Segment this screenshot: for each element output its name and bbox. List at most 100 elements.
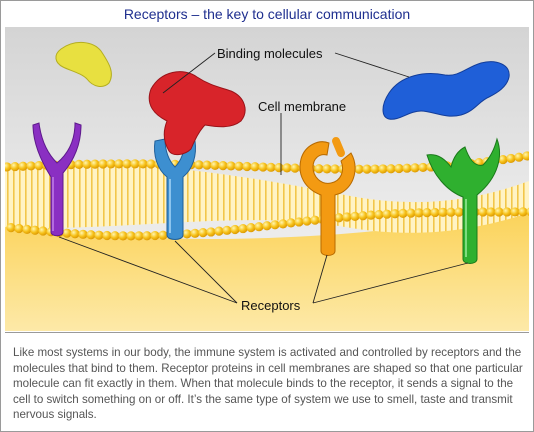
lipid-head xyxy=(74,159,84,170)
lipid-head xyxy=(110,231,120,241)
lipid-head xyxy=(62,228,72,238)
lipid-head xyxy=(390,209,400,219)
lipid-head xyxy=(94,230,104,240)
lipid-head xyxy=(22,224,32,234)
lipid-head xyxy=(398,208,408,219)
lipid-head xyxy=(250,162,260,172)
lipid-head xyxy=(262,221,272,231)
lipid-head xyxy=(86,230,96,240)
lipid-head xyxy=(118,231,128,241)
receptor-green xyxy=(426,137,500,264)
lipid-head xyxy=(198,228,208,238)
lipid-head xyxy=(134,231,144,241)
lipid-head xyxy=(246,223,256,233)
membrane-bottom-heads xyxy=(6,207,529,241)
lipid-head xyxy=(486,207,496,217)
lipid-head xyxy=(78,229,88,239)
lipid-head xyxy=(286,218,296,228)
lipid-head xyxy=(222,225,232,235)
lipid-head xyxy=(422,208,432,218)
lipid-head xyxy=(254,222,264,232)
lipid-head xyxy=(106,159,116,169)
lipid-head xyxy=(206,227,216,237)
lipid-head xyxy=(374,210,384,220)
receptor-purple xyxy=(32,122,82,237)
lipid-head xyxy=(354,164,364,174)
lipid-head xyxy=(238,223,248,234)
lipid-head xyxy=(210,160,220,170)
lipid-head xyxy=(366,210,376,220)
lipid-head xyxy=(358,211,368,221)
lipid-head xyxy=(194,160,204,170)
receptor-blue xyxy=(154,138,196,240)
lipid-head xyxy=(30,225,40,235)
lipid-head xyxy=(410,163,420,173)
lipid-head xyxy=(370,164,380,174)
lipid-head xyxy=(402,163,412,173)
lipid-head xyxy=(334,213,344,223)
lipid-head xyxy=(18,161,28,171)
lipid-head xyxy=(282,163,292,173)
lipid-head xyxy=(290,163,300,173)
lipid-head xyxy=(226,161,236,171)
caption-panel: Like most systems in our body, the immun… xyxy=(5,332,529,428)
lipid-head xyxy=(6,223,16,233)
lipid-head xyxy=(506,153,516,164)
lipid-head xyxy=(150,230,160,241)
lipid-head xyxy=(278,219,288,229)
lipid-head xyxy=(446,207,456,217)
lipid-head xyxy=(5,162,12,172)
lipid-head xyxy=(418,162,428,173)
lipid-head xyxy=(382,209,392,219)
page-title: Receptors – the key to cellular communic… xyxy=(123,6,411,22)
lipid-head xyxy=(146,159,156,169)
cell-interior xyxy=(5,213,529,331)
lipid-head xyxy=(26,161,36,171)
lipid-head xyxy=(126,231,136,241)
lipid-head xyxy=(302,216,312,226)
lipid-head xyxy=(330,164,340,174)
lipid-head xyxy=(518,207,528,217)
lipid-head xyxy=(214,226,224,236)
lipid-head xyxy=(454,207,464,217)
label-binding-molecules: Binding molecules xyxy=(217,46,323,61)
lipid-head xyxy=(218,161,228,171)
lipid-head xyxy=(122,159,132,169)
lipid-head xyxy=(394,163,404,174)
lipid-head xyxy=(510,207,520,217)
lipid-head xyxy=(14,223,24,234)
lipid-head xyxy=(498,154,508,165)
lipid-head xyxy=(322,164,332,174)
lipid-head xyxy=(70,229,80,239)
lipid-head xyxy=(130,159,140,169)
lipid-head xyxy=(438,207,448,217)
receptor-diagram: Binding molecules Cell membrane Receptor… xyxy=(5,27,529,331)
receptor-orange xyxy=(299,137,356,256)
molecule-yellow xyxy=(55,42,112,87)
lipid-head xyxy=(182,229,192,239)
lipid-head xyxy=(270,220,280,230)
lipid-head xyxy=(258,162,268,172)
lipid-head xyxy=(350,211,360,221)
lipid-head xyxy=(310,215,320,225)
lipid-head xyxy=(38,226,48,236)
lipid-head xyxy=(478,207,488,217)
lipid-head xyxy=(314,164,324,174)
lipid-head xyxy=(114,159,124,169)
lipid-head xyxy=(502,207,512,217)
lipid-head xyxy=(202,160,212,170)
lipid-head xyxy=(138,159,148,169)
caption-text: Like most systems in our body, the immun… xyxy=(13,346,523,421)
lipid-head xyxy=(494,207,504,217)
label-cell-membrane: Cell membrane xyxy=(258,99,346,114)
lipid-head xyxy=(190,228,200,238)
lipid-head xyxy=(294,217,304,227)
lipid-head xyxy=(514,152,524,162)
lipid-head xyxy=(266,162,276,172)
lipid-head xyxy=(522,151,529,161)
lipid-head xyxy=(10,161,20,172)
lipid-head xyxy=(90,159,100,169)
lipid-head xyxy=(142,231,152,241)
molecule-blue xyxy=(382,61,510,120)
